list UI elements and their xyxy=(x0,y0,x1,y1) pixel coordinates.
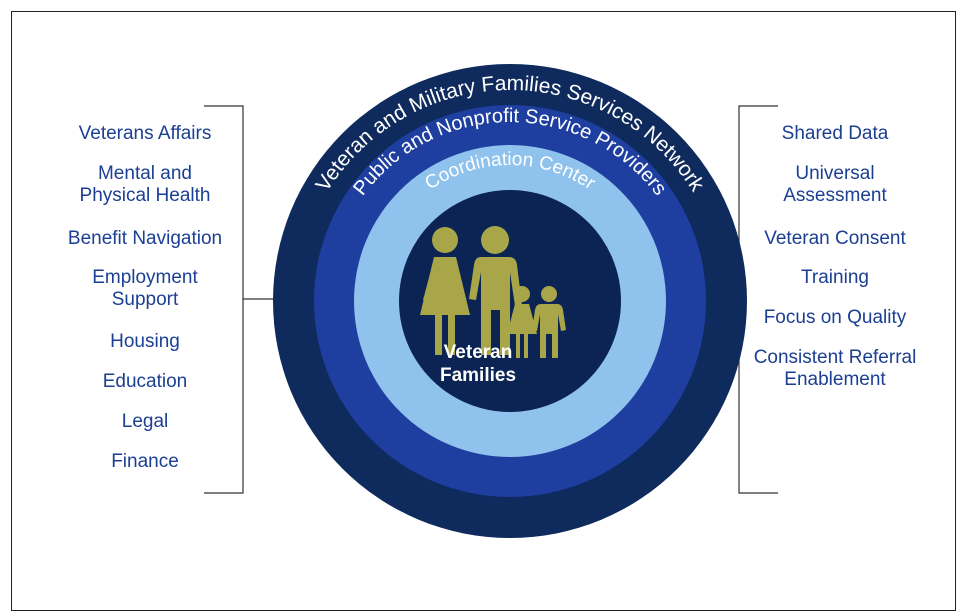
list-item: Shared Data xyxy=(781,123,889,144)
core-label-line1: Veteran xyxy=(444,342,513,363)
list-item: Finance xyxy=(111,451,179,472)
concentric-network-diagram: Veteran and Military Families Services N… xyxy=(204,64,778,538)
list-item: Focus on Quality xyxy=(763,307,907,328)
list-item: Consistent Referral Enablement xyxy=(753,347,917,390)
list-item: Universal Assessment xyxy=(783,163,887,206)
list-item: Training xyxy=(801,267,869,288)
list-item: Education xyxy=(102,371,188,392)
list-item: Employment Support xyxy=(92,267,198,310)
family-icon xyxy=(420,226,566,358)
list-item: Legal xyxy=(121,411,169,432)
list-item: Benefit Navigation xyxy=(67,228,223,249)
list-item: Housing xyxy=(110,331,180,352)
list-item: Veteran Consent xyxy=(764,228,906,249)
list-item: Mental and Physical Health xyxy=(79,163,211,206)
list-item: Veterans Affairs xyxy=(78,123,212,144)
core-label-line2: Families xyxy=(440,365,516,386)
